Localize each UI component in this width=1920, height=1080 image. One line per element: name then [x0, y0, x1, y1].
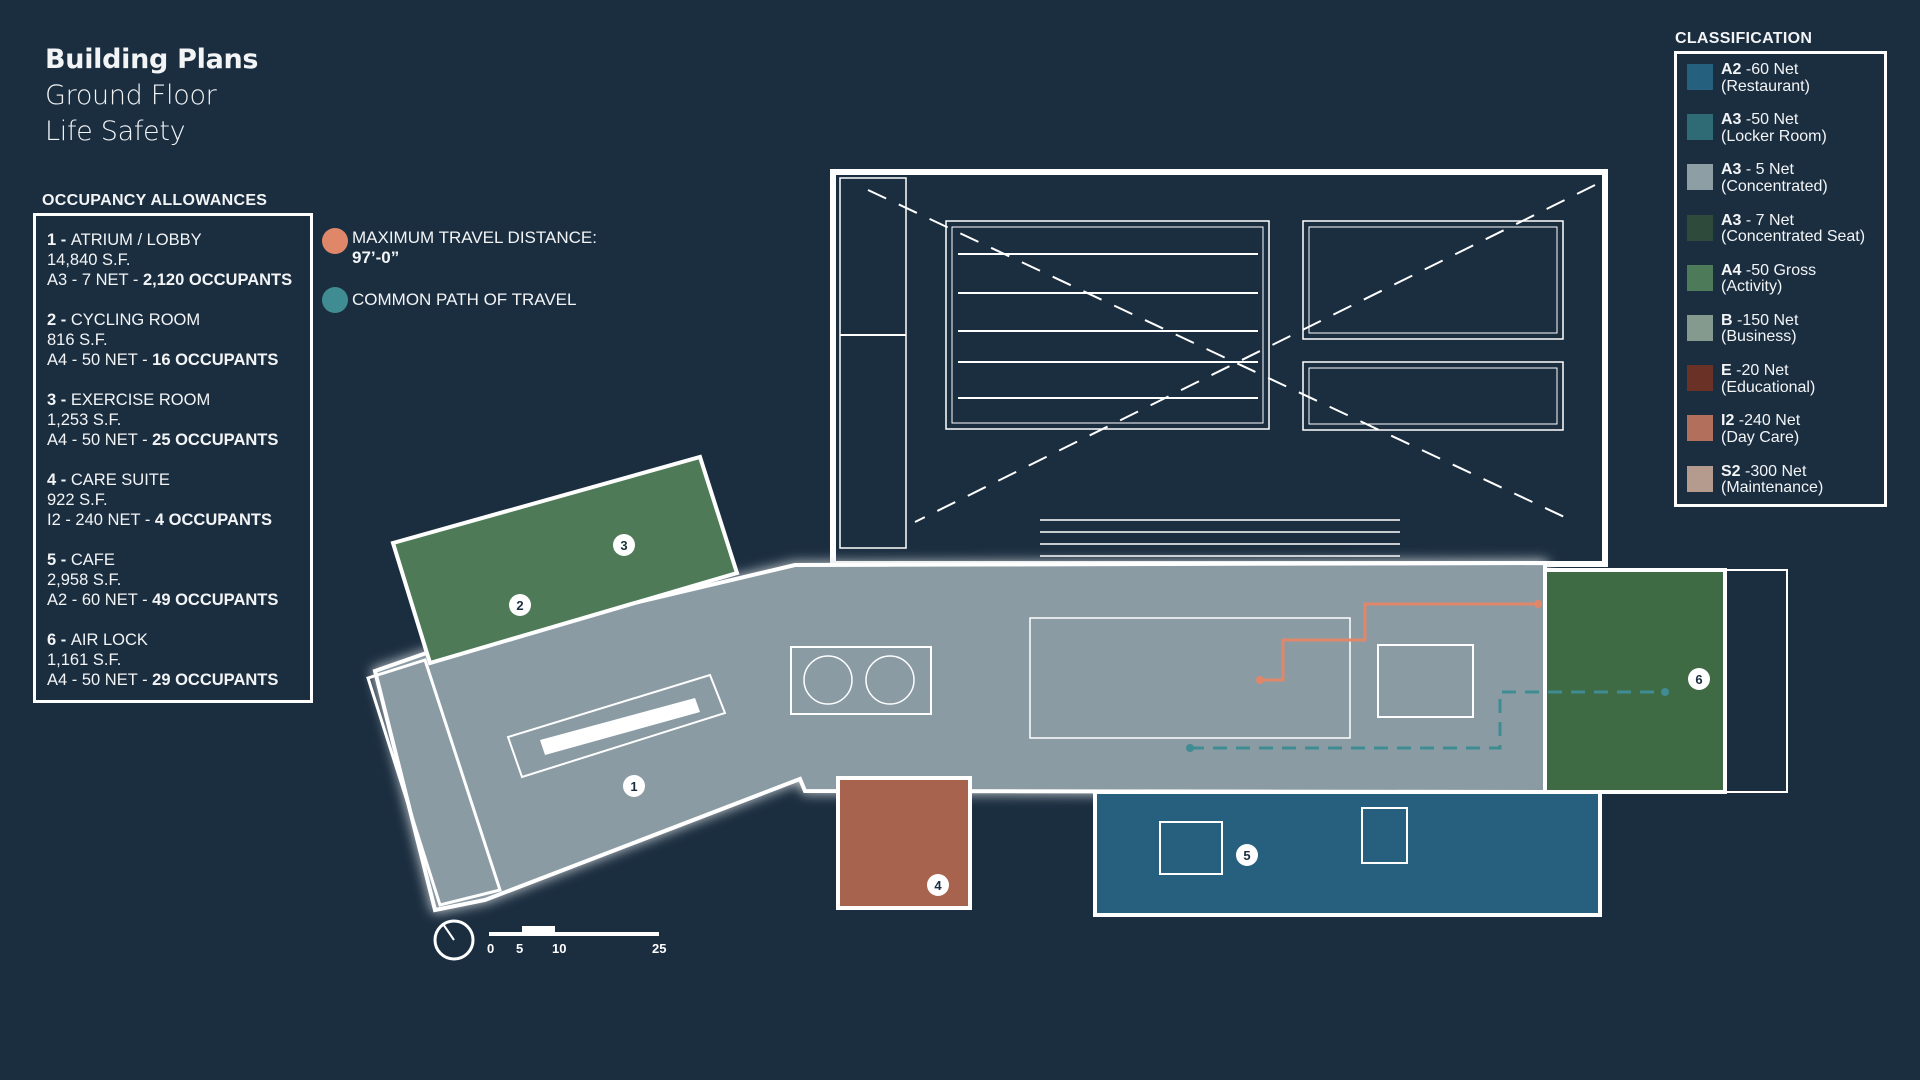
room-tag: 6	[1688, 668, 1710, 690]
classification-item: A3 - 7 Net(Concentrated Seat)	[1687, 212, 1884, 263]
leisure-pool	[1302, 220, 1564, 340]
pool-hall	[830, 169, 1608, 567]
lap-pool	[945, 220, 1270, 430]
room-tag: 3	[613, 534, 635, 556]
scale-bar	[489, 932, 659, 936]
atrium-bench	[540, 698, 700, 755]
swatch-icon	[1687, 214, 1713, 241]
occupancy-item: 3 - EXERCISE ROOM 1,253 S.F. A4 - 50 NET…	[47, 391, 279, 449]
vestibule	[1724, 569, 1788, 793]
pool-hall-diagonal	[867, 189, 1576, 523]
exercise-room	[390, 454, 740, 666]
occupancy-item: 4 - CARE SUITE 922 S.F. I2 - 240 NET - 4…	[47, 471, 272, 529]
swatch-icon	[1687, 465, 1713, 492]
classification-item: S2 -300 Net(Maintenance)	[1687, 463, 1884, 514]
swatch-icon	[1687, 314, 1713, 341]
room-tag: 5	[1236, 844, 1258, 866]
room-tag: 2	[509, 594, 531, 616]
scale-tick-label: 5	[516, 941, 523, 956]
svg-text:1: 1	[630, 779, 637, 794]
occupancy-heading: OCCUPANCY ALLOWANCES	[42, 192, 268, 209]
lobby-lounge	[790, 646, 932, 715]
swatch-icon	[1687, 365, 1713, 392]
svg-text:5: 5	[1243, 848, 1250, 863]
swatch-icon	[1687, 264, 1713, 291]
max-travel-start-icon	[1256, 676, 1264, 684]
svg-text:2: 2	[516, 598, 523, 613]
pool-hall-diagonal	[914, 184, 1596, 523]
swatch-icon	[1687, 64, 1713, 90]
occupancy-item: 5 - CAFE 2,958 S.F. A2 - 60 NET - 49 OCC…	[47, 551, 279, 609]
classification-item: A4 -50 Gross(Activity)	[1687, 262, 1884, 313]
fitness-zone	[1029, 617, 1351, 739]
travel-distance-dot-icon	[322, 228, 348, 254]
spa-pool	[1302, 361, 1564, 431]
classification-item: B -150 Net(Business)	[1687, 312, 1884, 363]
svg-text:4: 4	[934, 878, 942, 893]
scale-tick-label: 10	[552, 941, 566, 956]
leisure-pool-edge	[1308, 226, 1558, 334]
common-path-end-icon	[1661, 688, 1669, 696]
travel-distance-legend: MAXIMUM TRAVEL DISTANCE: 97’-0”	[322, 228, 597, 268]
occupancy-item: 1 - ATRIUM / LOBBY 14,840 S.F. A3 - 7 NE…	[47, 231, 293, 289]
care-suite	[836, 776, 972, 910]
room-tag: 1	[623, 775, 645, 797]
page-subtitle-topic: Life Safety	[45, 116, 186, 147]
classification-item: E -20 Net(Educational)	[1687, 362, 1884, 413]
cafe-counter	[1361, 807, 1408, 864]
scale-bar-segment	[522, 926, 555, 932]
svg-text:6: 6	[1695, 672, 1702, 687]
lounge-table	[865, 655, 915, 705]
swatch-icon	[1687, 415, 1713, 442]
common-path-start-icon	[1186, 744, 1194, 752]
classification-item: A3 - 5 Net(Concentrated)	[1687, 162, 1884, 212]
scale-tick-label: 25	[652, 941, 666, 956]
scale-tick-label: 0	[487, 941, 494, 956]
occupancy-item: 6 - AIR LOCK 1,161 S.F. A4 - 50 NET - 29…	[47, 631, 279, 689]
classification-item: A2 -60 Net(Restaurant)	[1687, 61, 1884, 112]
cafe	[1093, 790, 1602, 917]
swatch-icon	[1687, 114, 1713, 141]
north-arrow-needle	[442, 923, 455, 941]
max-travel-path	[1260, 602, 1538, 682]
entrance-vestibule	[366, 658, 502, 907]
swatch-icon	[1687, 164, 1713, 191]
classification-heading: CLASSIFICATION	[1675, 30, 1813, 47]
atrium-feature	[506, 673, 727, 779]
common-path-dot-icon	[322, 287, 348, 313]
stair	[1377, 644, 1474, 718]
title-block: Building Plans Ground Floor Life Safety	[45, 42, 259, 150]
pool-hall-side-room	[839, 177, 907, 549]
room-tag: 4	[927, 874, 949, 896]
common-path-legend: COMMON PATH OF TRAVEL	[322, 287, 576, 313]
occupancy-item: 2 - CYCLING ROOM 816 S.F. A4 - 50 NET - …	[47, 311, 279, 369]
cafe-booth	[1159, 821, 1223, 875]
occupancy-panel: 1 - ATRIUM / LOBBY 14,840 S.F. A3 - 7 NE…	[33, 213, 313, 703]
classification-item: A3 -50 Net(Locker Room)	[1687, 111, 1884, 162]
lounge-table	[803, 655, 853, 705]
classification-panel: A2 -60 Net(Restaurant) A3 -50 Net(Locker…	[1674, 51, 1887, 507]
max-travel-end-icon	[1534, 600, 1542, 608]
north-arrow-icon	[433, 919, 475, 961]
common-path	[1190, 690, 1665, 750]
page-subtitle-floor: Ground Floor	[45, 80, 217, 111]
classification-item: I2 -240 Net(Day Care)	[1687, 413, 1884, 463]
lap-pool-edge	[951, 226, 1264, 424]
svg-text:3: 3	[620, 538, 627, 553]
page-title: Building Plans	[45, 44, 259, 75]
